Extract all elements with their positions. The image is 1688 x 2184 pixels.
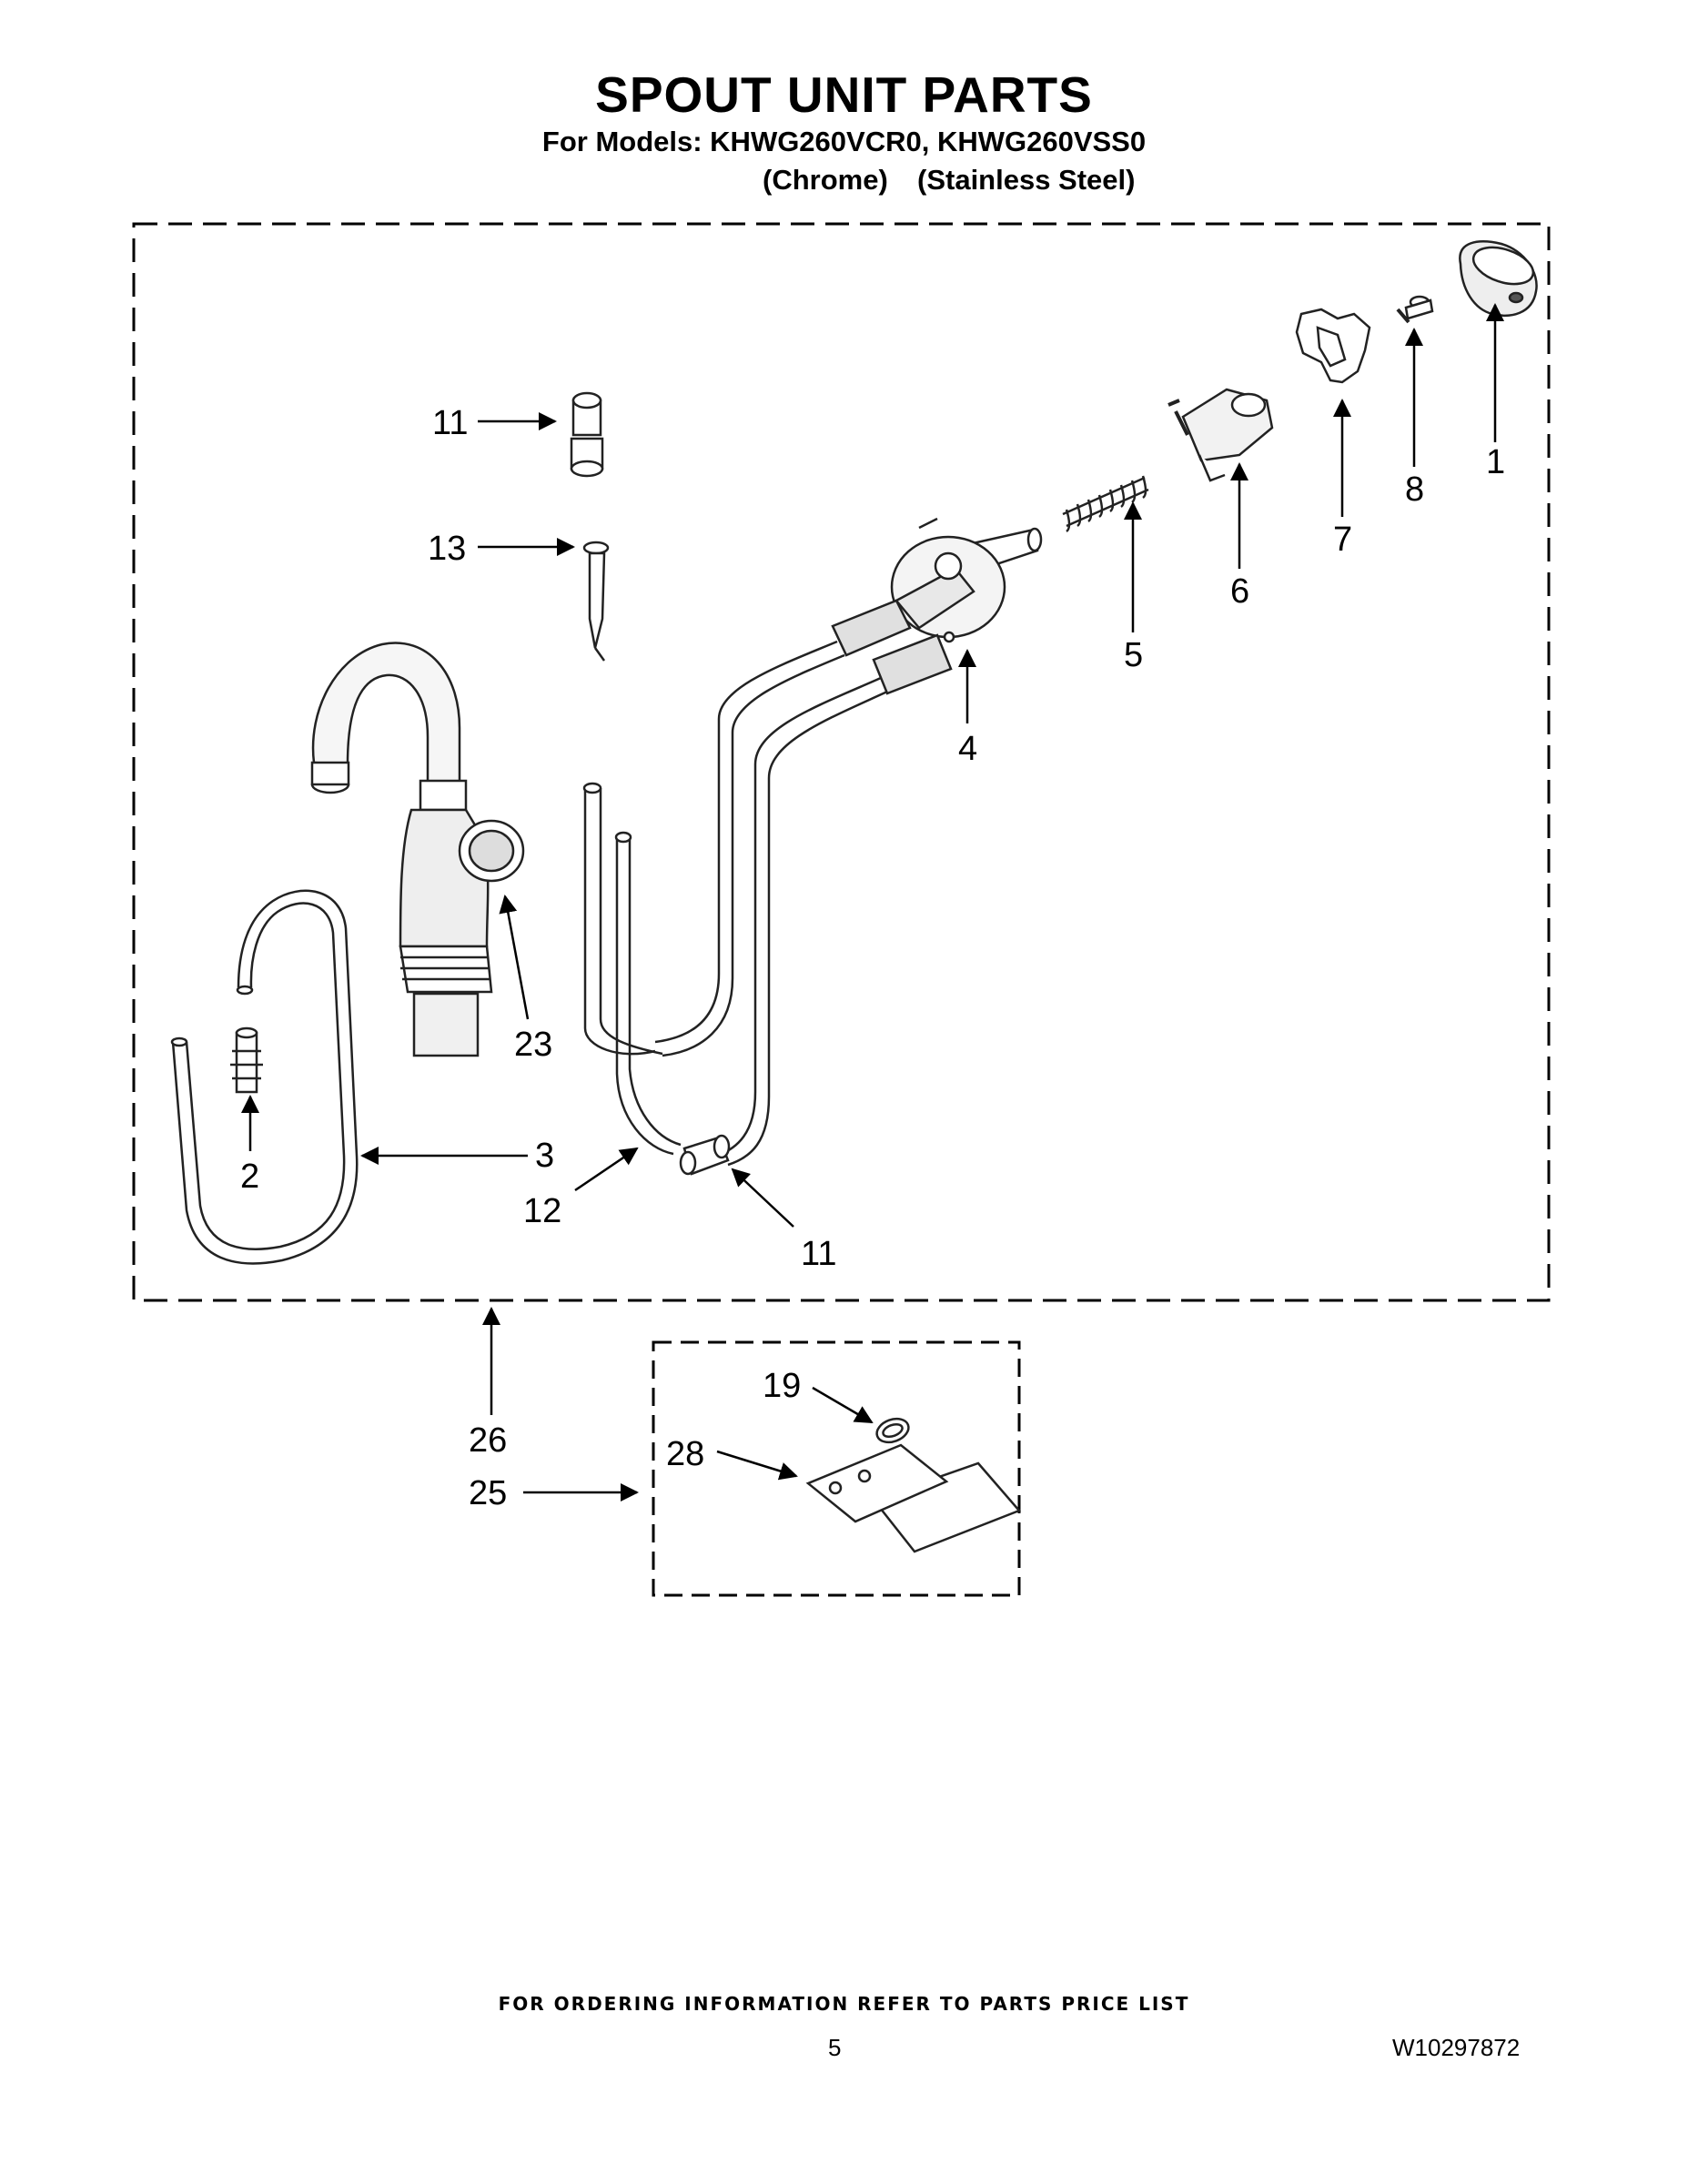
callout-1: 1 (1486, 443, 1505, 481)
valve-assembly-part-4 (654, 517, 1043, 1167)
callout-11-lower: 11 (801, 1235, 836, 1273)
callout-23: 23 (514, 1026, 552, 1064)
page-title: SPOUT UNIT PARTS (595, 66, 1093, 123)
callout-2: 2 (240, 1158, 259, 1196)
main-parts-frame (132, 222, 1551, 1302)
page-number: 5 (828, 2034, 842, 2061)
screw-part-8 (1396, 295, 1434, 324)
callout-28: 28 (666, 1435, 704, 1473)
models-line: For Models: KHWG260VCR0, KHWG260VSS0 (541, 126, 1147, 157)
tool-part-13 (582, 541, 610, 662)
callout-26: 26 (469, 1421, 507, 1460)
literature-part-28 (805, 1443, 1022, 1553)
clip-part-19 (875, 1417, 910, 1444)
callout-11-upper: 11 (432, 404, 468, 442)
tubing-part-12 (582, 782, 682, 1156)
connector-part-11-upper (570, 391, 604, 478)
ordering-note: FOR ORDERING INFORMATION REFER TO PARTS … (498, 1993, 1190, 2015)
kit-parts-frame (652, 1340, 1021, 1597)
callout-12: 12 (523, 1192, 561, 1230)
finish-stainless: (Stainless Steel) (917, 164, 1136, 196)
cap-part-1 (1459, 240, 1538, 317)
fitting-part-2 (230, 1026, 263, 1094)
callout-5: 5 (1124, 636, 1143, 674)
finish-chrome: (Chrome) (763, 164, 888, 196)
clip-part-7 (1295, 308, 1371, 384)
callout-19: 19 (763, 1367, 801, 1405)
callout-4: 4 (958, 730, 977, 768)
leader-arrows (241, 303, 1504, 1502)
spring-part-5 (1062, 475, 1149, 533)
document-number: W10297872 (1392, 2034, 1521, 2061)
connector-part-11-lower (679, 1134, 731, 1176)
cartridge-part-6 (1167, 388, 1274, 482)
callout-7: 7 (1333, 521, 1352, 559)
faucet-body-part-23 (310, 642, 525, 1057)
callout-3: 3 (535, 1137, 554, 1175)
callout-6: 6 (1230, 572, 1249, 611)
hose-part-3 (170, 889, 359, 1265)
callout-8: 8 (1405, 470, 1424, 509)
callout-13: 13 (428, 530, 466, 568)
callout-25: 25 (469, 1474, 507, 1512)
